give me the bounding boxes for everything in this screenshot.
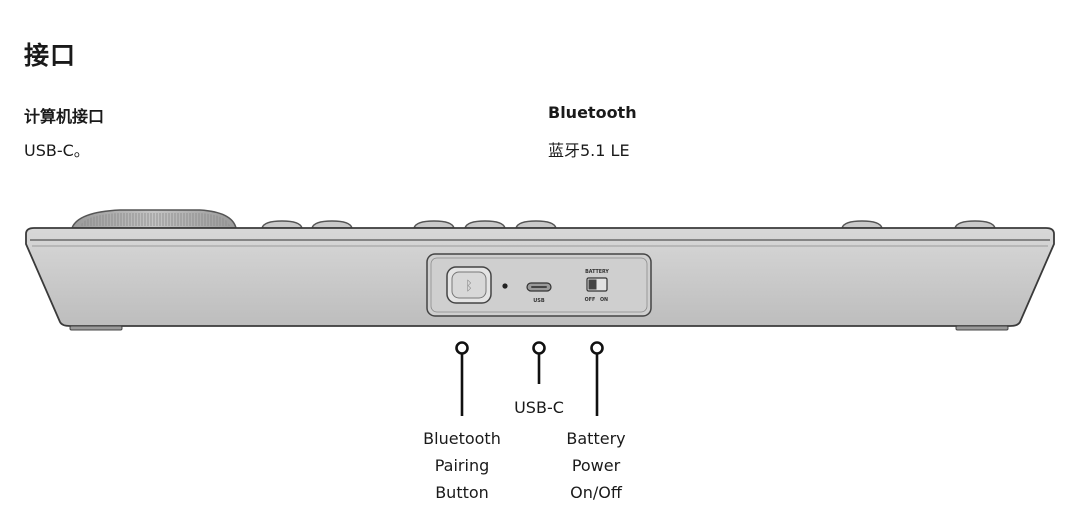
callout-line: Battery bbox=[566, 429, 626, 448]
callout-line: Button bbox=[435, 483, 489, 502]
callout-line: Bluetooth bbox=[423, 429, 501, 448]
callout-line: On/Off bbox=[570, 483, 622, 502]
battery-off-label: OFF bbox=[585, 297, 596, 303]
callout-line: Power bbox=[571, 456, 621, 475]
spec-value-bluetooth: 蓝牙5.1 LE bbox=[548, 141, 630, 160]
spec-value-computer-interface: USB-C。 bbox=[24, 141, 90, 160]
battery-switch-label: BATTERY bbox=[585, 269, 609, 275]
page-title: 接口 bbox=[24, 41, 77, 70]
battery-power-switch[interactable] bbox=[586, 277, 608, 292]
battery-on-label: ON bbox=[600, 297, 608, 303]
callout-battery-power: Battery Power On/Off bbox=[540, 425, 652, 506]
key-tops bbox=[261, 220, 996, 229]
callout-bluetooth-pairing-button: Bluetooth Pairing Button bbox=[400, 425, 524, 506]
usb-port-label: USB bbox=[533, 298, 545, 304]
status-led bbox=[502, 283, 508, 289]
search-dial-icon bbox=[70, 209, 237, 229]
callout-usb-c: USB-C bbox=[490, 394, 588, 421]
bluetooth-icon: ᛒ bbox=[465, 279, 473, 294]
callout-leader-bluetooth bbox=[455, 341, 469, 416]
callout-leader-usb-c bbox=[532, 341, 546, 384]
callout-leader-battery bbox=[590, 341, 604, 416]
usb-c-port[interactable] bbox=[526, 282, 552, 292]
spec-heading-computer-interface: 计算机接口 bbox=[24, 107, 105, 126]
callout-line: USB-C bbox=[514, 398, 564, 417]
callout-line: Pairing bbox=[434, 456, 490, 475]
spec-heading-bluetooth: Bluetooth bbox=[548, 103, 637, 122]
bluetooth-pairing-button[interactable] bbox=[446, 266, 492, 304]
